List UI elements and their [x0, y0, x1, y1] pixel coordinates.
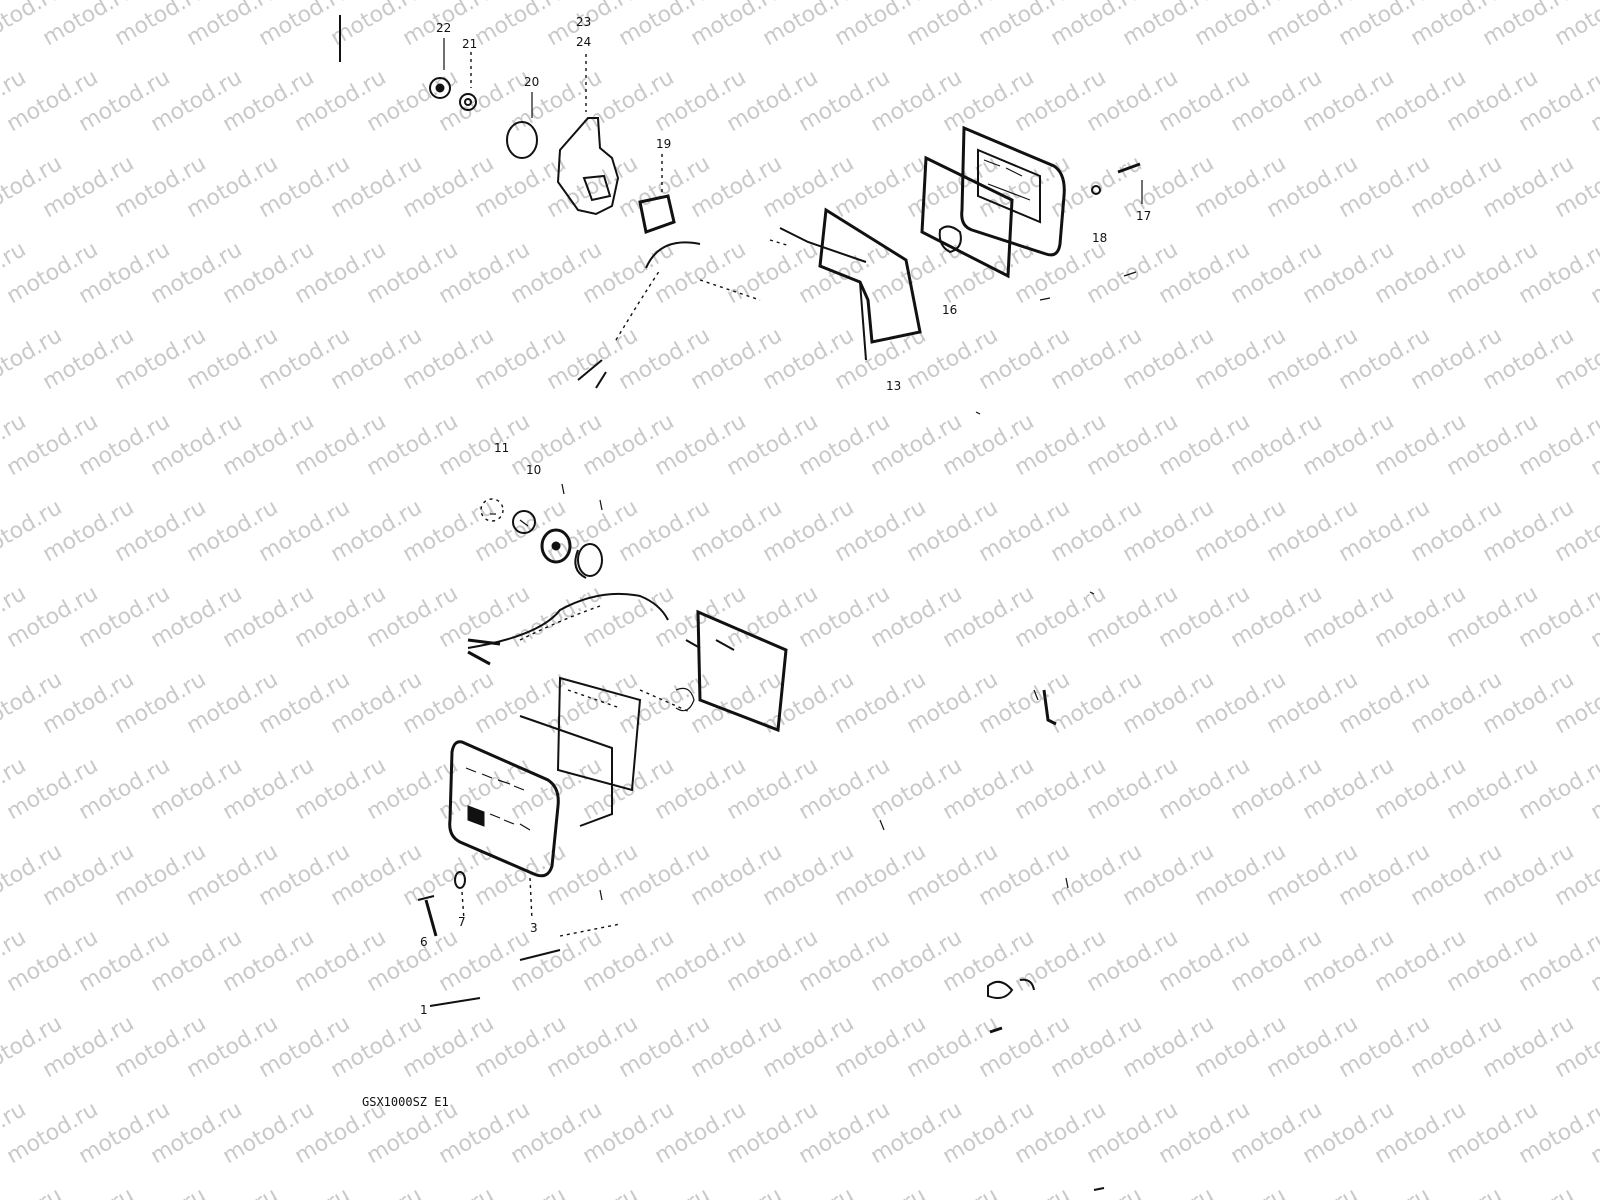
callout-3: 3 [530, 921, 538, 935]
tail-housing-frame [639, 609, 788, 733]
callout-11: 11 [494, 441, 509, 455]
callout-1: 1 [420, 1003, 428, 1017]
callout-10: 10 [526, 463, 541, 477]
part-16-frame [920, 155, 1014, 279]
stray-marks [879, 411, 1105, 1191]
callout-16: 16 [942, 303, 957, 317]
callout-labels: 22 21 23 24 20 19 17 18 16 13 11 10 6 7 … [420, 15, 1151, 1017]
callout-17: 17 [1136, 209, 1151, 223]
wire-arc-upper [645, 241, 701, 269]
wire-ends-upper [577, 359, 607, 389]
tick-mark-c [599, 889, 603, 901]
watermark-text: motod.ru [0, 1183, 66, 1200]
tick-mark-b [1039, 297, 1051, 301]
part-19-socket [638, 154, 676, 234]
part-16-housing [779, 207, 922, 361]
part-7-washer [454, 871, 466, 921]
part-17-18-screw [1091, 162, 1143, 204]
part-20-washer [506, 92, 538, 159]
diagram-caption: GSX1000SZ E1 [362, 1095, 449, 1109]
bracket-fragment [1033, 689, 1057, 726]
callout-24: 24 [576, 35, 591, 49]
part-3-tail-lens [448, 740, 560, 921]
upper-assembly [339, 15, 1143, 389]
callout-19: 19 [656, 137, 671, 151]
callout-18: 18 [1092, 231, 1107, 245]
callout-21: 21 [462, 37, 477, 51]
clip-fragment [987, 978, 1035, 1034]
part-21-washer [459, 52, 477, 111]
wire-dash-upper [615, 269, 661, 341]
tick-mark-a [1123, 271, 1137, 277]
part-23-24-bracket [556, 54, 620, 216]
callout-6: 6 [420, 935, 428, 949]
part-11-bulb [480, 498, 504, 522]
lower-assembly [417, 483, 788, 1007]
base-lines [429, 949, 561, 1007]
base-dash [559, 923, 621, 937]
wire-ends-lower [467, 638, 501, 666]
lens-surround [519, 715, 613, 827]
callout-23: 23 [576, 15, 591, 29]
socket-rings [540, 483, 603, 579]
wire-dash-lower [519, 605, 601, 641]
callout-13: 13 [886, 379, 901, 393]
wire-harness-lower [467, 592, 669, 649]
part-22-screw [429, 38, 451, 99]
part-6-screw [417, 895, 438, 937]
callout-22: 22 [436, 21, 451, 35]
callout-20: 20 [524, 75, 539, 89]
headlight-lens-front [960, 125, 1066, 257]
tail-gasket [556, 676, 642, 792]
part-10-bulb [512, 510, 536, 534]
callout-7: 7 [458, 915, 466, 929]
